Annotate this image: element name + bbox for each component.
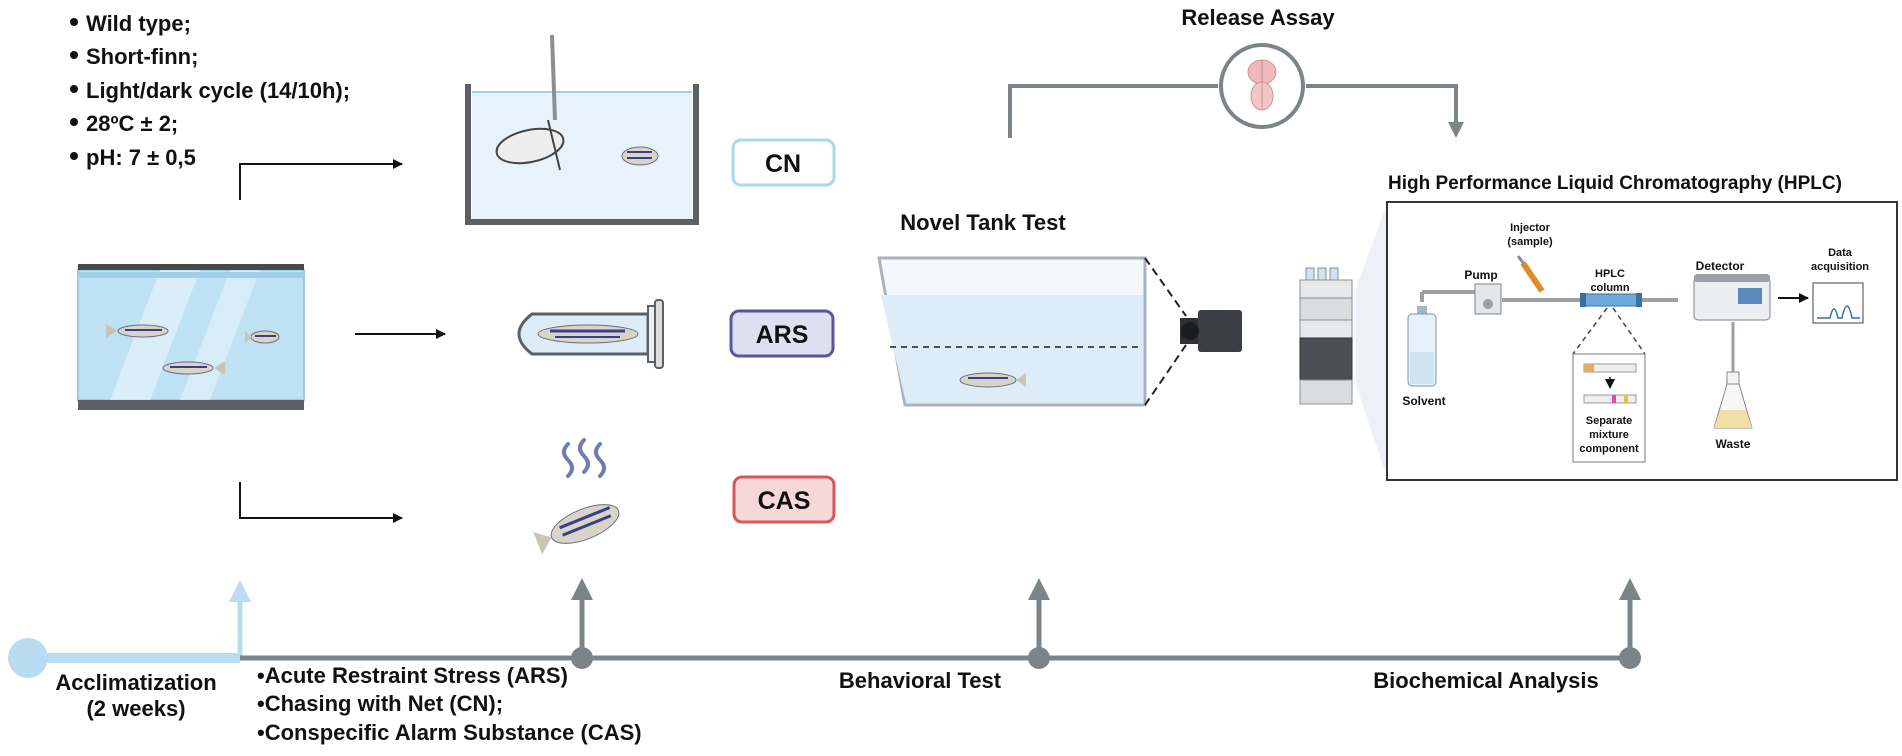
badge-label: CN — [765, 150, 801, 178]
condition-item: pH: 7 ± 0,5 — [86, 145, 196, 170]
net-icon — [495, 127, 565, 165]
home-aquarium — [77, 264, 305, 410]
badge-ars: ARS — [729, 309, 835, 358]
separation-inset: Separate mixture component — [1572, 353, 1646, 463]
column-label: HPLC — [1595, 268, 1625, 280]
condition-item: Light/dark cycle (14/10h); — [86, 78, 350, 103]
column-label: column — [1590, 282, 1629, 294]
badge-cn: CN — [731, 138, 836, 187]
condition-item: 28ºC ± 2; — [86, 111, 178, 136]
pump-icon — [1474, 283, 1502, 315]
acclimatization-label: (2 weeks) — [86, 696, 185, 721]
data-label: Data — [1828, 247, 1853, 259]
stress-list-item: •Conspecific Alarm Substance (CAS) — [257, 720, 642, 745]
camera-icon — [1180, 310, 1242, 352]
fish-icon — [245, 330, 280, 344]
restraint-tube — [517, 299, 664, 369]
fish-icon — [533, 504, 620, 555]
net-handle — [550, 34, 557, 121]
separate-label: component — [1579, 443, 1639, 455]
novel-tank-test: Novel Tank Test — [877, 210, 1242, 407]
detector-label: Detector — [1696, 259, 1745, 273]
detector-icon — [1693, 274, 1771, 321]
badge-cas: CAS — [732, 475, 836, 524]
data-label: acquisition — [1811, 261, 1869, 273]
stress-list-item: •Chasing with Net (CN); — [257, 691, 503, 716]
chromatogram-icon — [1812, 282, 1864, 324]
chasing-net-tank — [465, 34, 699, 225]
hplc-column-icon — [1580, 293, 1642, 307]
timeline-marker-stress — [571, 578, 593, 669]
odor-wave-icon — [562, 438, 606, 478]
solvent-bottle-icon — [1407, 306, 1437, 387]
condition-item: Wild type; — [86, 11, 191, 36]
fish-icon — [959, 372, 1026, 388]
waste-label: Waste — [1716, 437, 1751, 451]
separate-label: Separate — [1586, 415, 1632, 427]
timeline-marker-biochemical — [1619, 578, 1641, 669]
fish-icon — [106, 324, 169, 338]
behavioral-label: Behavioral Test — [839, 668, 1002, 693]
injector-label: Injector — [1510, 222, 1550, 234]
fish-icon — [162, 361, 225, 375]
hplc-title: High Performance Liquid Chromatography (… — [1388, 173, 1842, 194]
solvent-label: Solvent — [1402, 394, 1445, 408]
timeline-start-dot — [8, 638, 48, 678]
syringe-icon — [1516, 255, 1545, 293]
branch-arrows — [239, 159, 446, 523]
timeline-marker-behavior — [1028, 578, 1050, 669]
biochemical-label: Biochemical Analysis — [1373, 668, 1598, 693]
novel-tank-title: Novel Tank Test — [900, 210, 1066, 235]
fish-icon — [621, 146, 659, 166]
badge-label: ARS — [756, 321, 809, 349]
brain-icon — [1247, 59, 1277, 111]
badge-label: CAS — [758, 487, 811, 515]
stress-list-item: •Acute Restraint Stress (ARS) — [257, 663, 568, 688]
pump-label: Pump — [1464, 268, 1497, 282]
release-assay: Release Assay — [1008, 5, 1464, 138]
zoom-wedge — [1356, 202, 1388, 480]
acclimatization-label: Acclimatization — [55, 670, 216, 695]
condition-item: Short-finn; — [86, 44, 198, 69]
release-assay-title: Release Assay — [1181, 5, 1335, 30]
hplc-panel: High Performance Liquid Chromatography (… — [1386, 173, 1898, 481]
hplc-instrument-icon — [1299, 267, 1353, 405]
separate-label: mixture — [1589, 429, 1629, 441]
conditions-list: Wild type; Short-finn; Light/dark cycle … — [70, 11, 350, 170]
waste-flask-icon — [1713, 371, 1753, 429]
fish-icon — [537, 324, 639, 344]
timeline: Acclimatization (2 weeks) •Acute Restrai… — [8, 578, 1641, 745]
alarm-substance — [533, 438, 620, 555]
injector-label: (sample) — [1507, 236, 1553, 248]
